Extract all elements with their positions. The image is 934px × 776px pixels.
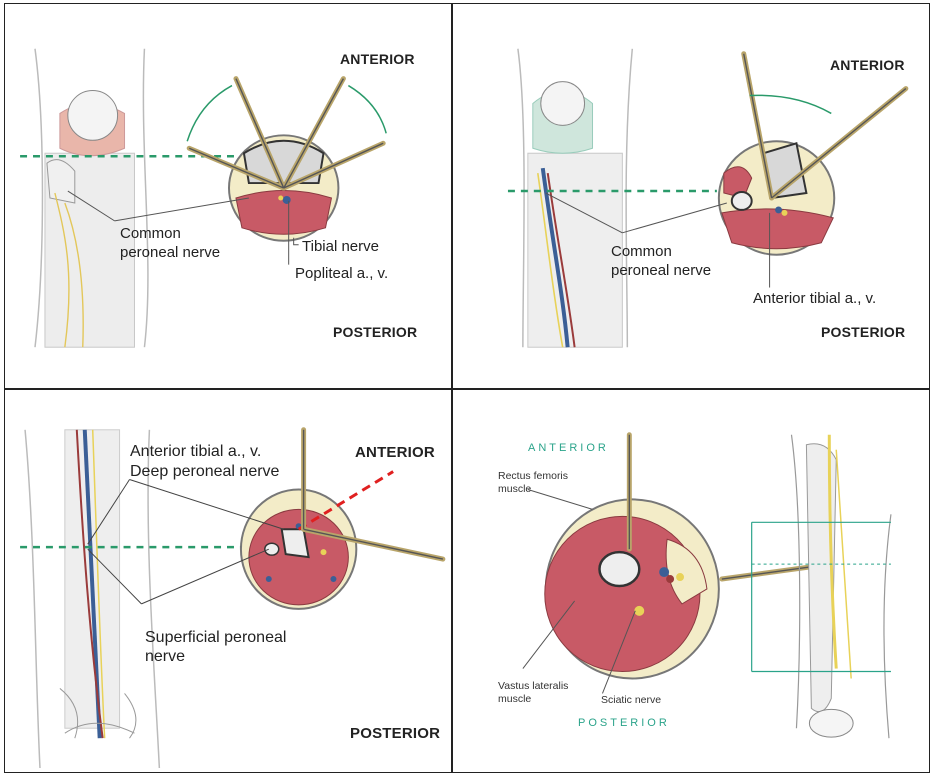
rectus-femoris-label: Rectus femoris muscle: [498, 470, 568, 496]
posterior-label: POSTERIOR: [350, 725, 440, 742]
popliteal-label: Popliteal a., v.: [295, 264, 388, 283]
anterior-label: ANTERIOR: [830, 57, 905, 73]
tibial-nerve-label: Tibial nerve: [302, 237, 379, 256]
anterior-tibial-label: Anterior tibial a., v.: [753, 289, 876, 308]
anterior-label: ANTERIOR: [340, 51, 415, 67]
common-peroneal-nerve-label: Common peroneal nerve: [120, 224, 220, 262]
figure-grid: ANTERIOR POSTERIOR Common peroneal nerve…: [4, 3, 930, 773]
common-peroneal-nerve-label: Common peroneal nerve: [611, 242, 711, 280]
panel-proximal-leg: ANTERIOR POSTERIOR Common peroneal nerve…: [452, 3, 930, 389]
anterior-label: ANTERIOR: [355, 444, 435, 461]
superficial-peroneal-nerve-label: Superficial peroneal nerve: [145, 628, 286, 666]
panel-thigh: ANTERIOR POSTERIOR Rectus femoris muscle…: [452, 389, 930, 773]
anterior-tibial-label: Anterior tibial a., v.: [130, 442, 261, 461]
panel-knee-posterior-approach: ANTERIOR POSTERIOR Common peroneal nerve…: [4, 3, 452, 389]
deep-peroneal-nerve-label: Deep peroneal nerve: [130, 462, 279, 481]
posterior-label: POSTERIOR: [333, 324, 417, 340]
posterior-label: POSTERIOR: [578, 717, 670, 729]
anterior-label: ANTERIOR: [528, 442, 609, 454]
sciatic-nerve-label: Sciatic nerve: [601, 694, 661, 707]
panel-4-illustration: [453, 390, 929, 772]
vastus-lateralis-label: Vastus lateralis muscle: [498, 680, 568, 706]
posterior-label: POSTERIOR: [821, 324, 905, 340]
panel-mid-leg: ANTERIOR POSTERIOR Anterior tibial a., v…: [4, 389, 452, 773]
